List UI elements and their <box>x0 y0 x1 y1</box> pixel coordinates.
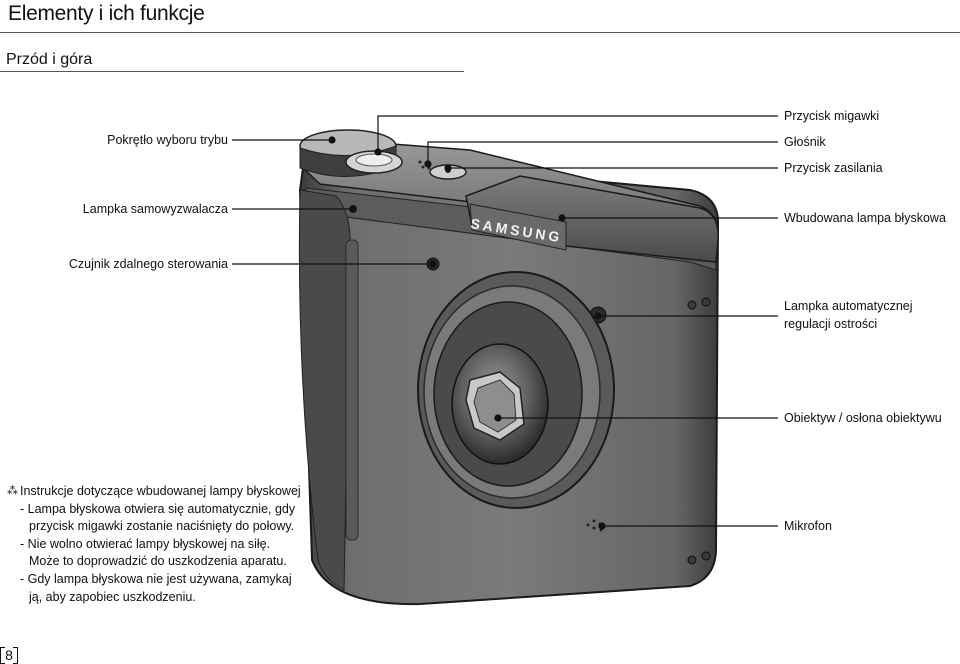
notes-line: - Lampa błyskowa otwiera się automatyczn… <box>20 501 296 516</box>
label-shutter-button: Przycisk migawki <box>784 109 880 123</box>
notes-heading: Instrukcje dotyczące wbudowanej lampy bł… <box>20 484 301 498</box>
label-flash: Wbudowana lampa błyskowa <box>784 211 946 225</box>
label-power-button: Przycisk zasilania <box>784 161 883 175</box>
leader-speaker <box>427 141 778 164</box>
notes-line: - Nie wolno otwierać lampy błyskowej na … <box>20 536 271 551</box>
section-title: Przód i góra <box>6 51 93 68</box>
title-divider <box>0 32 960 33</box>
label-self-timer-lamp: Lampka samowyzwalacza <box>82 202 228 216</box>
label-remote-sensor: Czujnik zdalnego sterowania <box>68 257 228 271</box>
label-lens: Obiektyw / osłona obiektywu <box>784 411 942 425</box>
label-mode-dial: Pokrętło wyboru trybu <box>107 133 228 147</box>
flash-notes: ⁂ Instrukcje dotyczące wbudowanej lampy … <box>7 483 301 606</box>
label-af-lamp-line2: regulacji ostrości <box>784 317 878 331</box>
page-number: 8 <box>0 646 18 664</box>
page-title: Elementy i ich funkcje <box>8 2 205 25</box>
section-divider <box>0 71 464 72</box>
notes-line: przycisk migawki zostanie naciśnięty do … <box>29 519 295 534</box>
note-symbol: ⁂ <box>7 485 18 497</box>
notes-line: ją, aby zapobiec uszkodzeniu. <box>29 589 196 604</box>
label-af-lamp-line1: Lampka automatycznej <box>784 299 913 313</box>
label-microphone: Mikrofon <box>784 519 832 533</box>
notes-line: - Gdy lampa błyskowa nie jest używana, z… <box>20 571 292 586</box>
notes-line: Może to doprowadzić do uszkodzenia apara… <box>29 554 287 569</box>
leader-shutter <box>377 115 778 152</box>
label-speaker: Głośnik <box>784 135 826 149</box>
grip-strip <box>345 239 359 541</box>
flash-unit <box>465 175 719 263</box>
camera-grip <box>298 189 351 591</box>
